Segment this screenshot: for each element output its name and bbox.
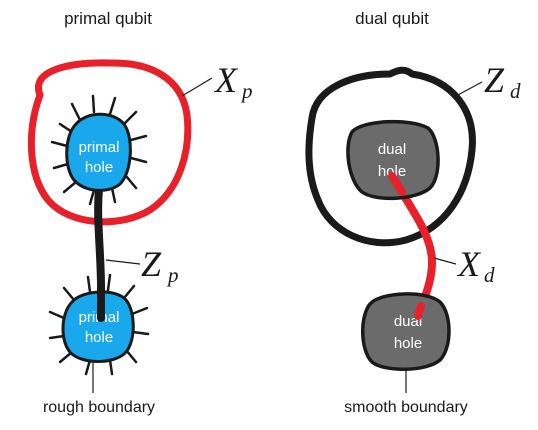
dual-hole-top: dual hole <box>346 119 440 201</box>
primal-xp-label-main: X <box>213 60 239 100</box>
dual-xd-label-sub: d <box>484 263 495 287</box>
primal-title: primal qubit <box>64 9 152 28</box>
primal-hole-top-label-2: hole <box>85 159 113 176</box>
dual-title: dual qubit <box>355 9 429 28</box>
dual-hole-bottom-label-2: hole <box>394 335 422 352</box>
dual-zd-label-main: Z <box>484 60 505 100</box>
dual-zd-label-sub: d <box>510 79 521 103</box>
primal-hole-bottom: primal hole <box>48 273 150 376</box>
dual-xd-chain-start <box>388 172 406 196</box>
smooth-boundary-label: smooth boundary <box>344 399 468 416</box>
primal-hole-top: primal hole <box>50 94 148 206</box>
dual-xd-leader <box>433 257 457 265</box>
rough-boundary-label: rough boundary <box>43 399 155 416</box>
primal-zp-label-main: Z <box>141 244 162 284</box>
dual-hole-top-label-1: dual <box>378 141 406 158</box>
primal-zp-chain <box>94 186 106 304</box>
primal-zp-leader <box>105 259 141 265</box>
dual-zd-loop <box>305 66 476 247</box>
dual-xd-chain-end <box>414 302 425 320</box>
primal-xp-leader <box>181 77 213 97</box>
primal-xp-loop <box>27 59 192 226</box>
dual-hole-bottom: dual hole <box>361 292 451 371</box>
dual-hole-top-label-2: hole <box>378 163 406 180</box>
primal-hole-top-label-1: primal <box>79 139 120 156</box>
dual-xd-label-main: X <box>456 244 482 284</box>
primal-zp-label-sub: p <box>166 263 179 287</box>
primal-hole-bottom-label-2: hole <box>85 329 113 346</box>
primal-qubit-panel: primal qubit primal <box>27 9 253 416</box>
dual-zd-leader <box>455 81 483 97</box>
primal-xp-label-sub: p <box>240 79 253 103</box>
